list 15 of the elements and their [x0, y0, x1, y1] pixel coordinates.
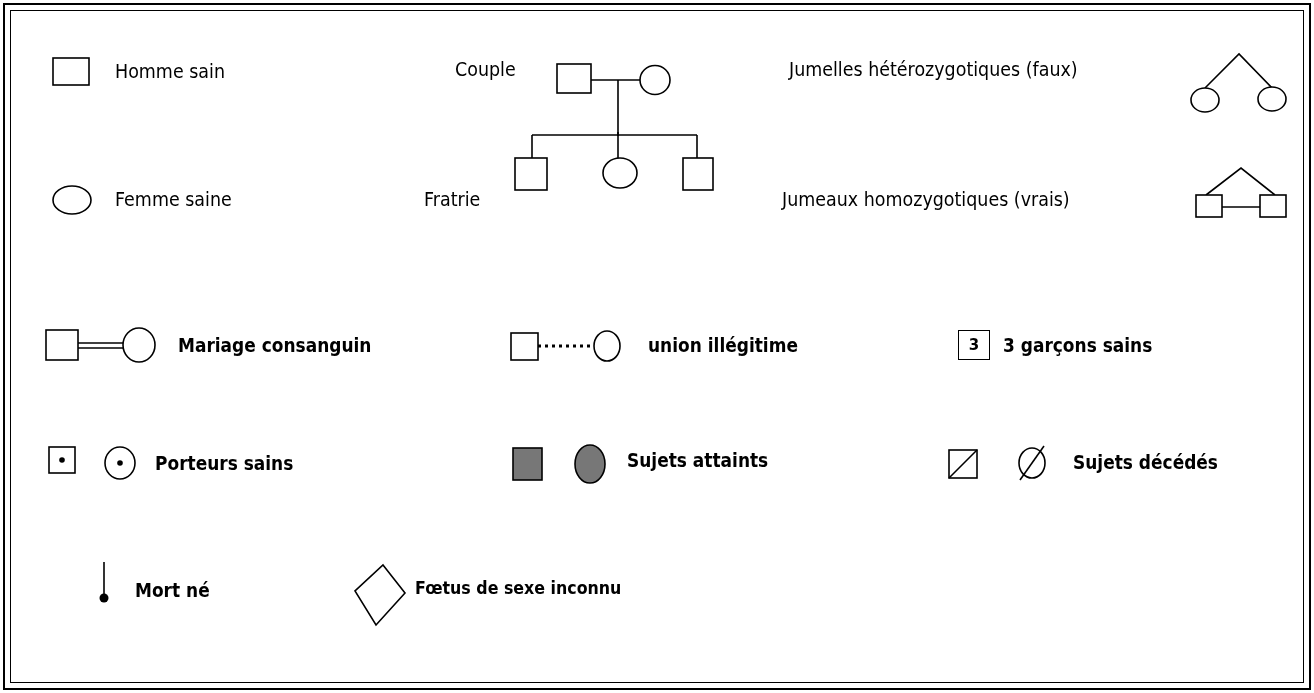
legend-text: Fœtus de sexe inconnu: [415, 576, 622, 599]
legend-text: union illégitime: [648, 332, 798, 357]
legend-text: Porteurs sains: [155, 450, 294, 475]
legend-text: Homme sain: [115, 60, 225, 83]
legend-text: Mort né: [135, 577, 210, 602]
legend-text: Femme saine: [115, 188, 232, 211]
legend-text: 3 garçons sains: [1003, 332, 1153, 357]
legend-text: Mariage consanguin: [178, 332, 372, 357]
legend-text: Jumelles hétérozygotiques (faux): [789, 58, 1078, 81]
legend-text: Fratrie: [424, 188, 481, 211]
number-in-square-symbol: 3: [958, 330, 990, 360]
legend-text: Sujets attaints: [627, 447, 769, 472]
legend-text: Sujets décédés: [1073, 449, 1218, 474]
legend-text: Jumeaux homozygotiques (vrais): [782, 188, 1070, 211]
legend-text: Couple: [455, 58, 516, 81]
